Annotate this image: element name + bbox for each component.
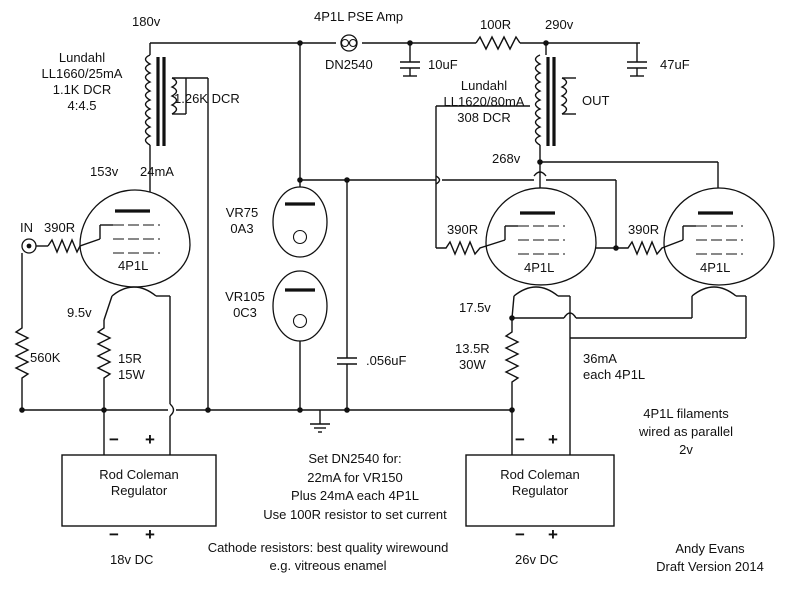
dn2540-notes: Set DN2540 for: 22mA for VR150 Plus 24mA… xyxy=(263,451,447,522)
resistor-390r-grid1 xyxy=(47,238,101,254)
label-tube3: 4P1L xyxy=(700,260,731,275)
reg-left-bottom-minus: − xyxy=(109,525,119,544)
reg-right-bottom-plus: + xyxy=(548,525,558,544)
label-15r: 15R 15W xyxy=(118,351,145,382)
regulator-left-label: Rod Coleman Regulator xyxy=(99,467,179,498)
diagram-title: 4P1L PSE Amp xyxy=(314,9,404,24)
junction-dot xyxy=(344,177,350,183)
capacitor-10uf xyxy=(400,43,420,77)
cathode1-wire xyxy=(103,295,113,321)
label-180v: 180v xyxy=(132,14,161,29)
label-100r: 100R xyxy=(480,17,512,32)
label-24ma: 24mA xyxy=(140,164,174,179)
reg-left-top-minus: − xyxy=(109,430,119,449)
resistor-390r-grid2 xyxy=(436,239,506,256)
label-390r-1: 390R xyxy=(44,220,76,235)
label-dn2540: DN2540 xyxy=(325,57,373,72)
wire-hop xyxy=(533,171,547,177)
label-18v-dc: 18v DC xyxy=(110,552,154,567)
junction-dot xyxy=(205,407,211,413)
vr105-tube xyxy=(272,270,328,342)
resistor-390r-grid3 xyxy=(616,239,684,256)
capacitor-47uf xyxy=(627,43,647,77)
cathode2-wire xyxy=(511,295,515,319)
regulator-right-label: Rod Coleman Regulator xyxy=(500,467,580,498)
label-vr105: VR105 0C3 xyxy=(225,289,265,320)
label-10uf: 10uF xyxy=(428,57,458,72)
label-out: OUT xyxy=(582,93,610,108)
label-vr75: VR75 0A3 xyxy=(225,205,259,236)
label-390r-3: 390R xyxy=(628,222,660,237)
label-tube2: 4P1L xyxy=(524,260,555,275)
capacitor-056uf xyxy=(337,180,357,410)
reg-right-bottom-minus: − xyxy=(515,525,525,544)
reg-right-top-plus: + xyxy=(548,430,558,449)
label-290v: 290v xyxy=(545,17,574,32)
junction-dot xyxy=(19,407,25,413)
label-13-5r: 13.5R 30W xyxy=(455,341,490,372)
regulator-left-box xyxy=(61,454,217,527)
transformer-ll1660 xyxy=(144,43,208,210)
tube-4p1l-output-a xyxy=(485,187,597,297)
label-26v-dc: 26v DC xyxy=(515,552,559,567)
reg-left-top-plus: + xyxy=(145,430,155,449)
tube-4p1l-output-b xyxy=(663,187,775,297)
label-47uf: 47uF xyxy=(660,57,690,72)
label-tube1: 4P1L xyxy=(118,258,149,273)
reg-left-bottom-plus: + xyxy=(145,525,155,544)
ground-symbol-icon xyxy=(310,410,330,433)
label-filaments: 4P1L filaments wired as parallel 2v xyxy=(639,406,733,457)
regulator-right-box xyxy=(465,454,615,527)
transformer-ll1620 xyxy=(534,54,576,146)
cathode-resistor-note: Cathode resistors: best quality wirewoun… xyxy=(207,540,449,573)
credits: Andy Evans Draft Version 2014 xyxy=(656,541,764,574)
label-560k: 560K xyxy=(30,350,61,365)
wire-hop xyxy=(435,175,441,185)
resistor-560k xyxy=(14,320,30,410)
label-in: IN xyxy=(20,220,33,235)
resistor-100r xyxy=(475,35,521,51)
reg-right-top-minus: − xyxy=(515,430,525,449)
label-17-5v: 17.5v xyxy=(459,300,491,315)
label-153v: 153v xyxy=(90,164,119,179)
label-268v: 268v xyxy=(492,151,521,166)
label-9-5v: 9.5v xyxy=(67,305,92,320)
input-jack-icon xyxy=(21,238,37,254)
label-1-26k-dcr: 1.26K DCR xyxy=(174,91,240,106)
label-36ma: 36mA each 4P1L xyxy=(583,351,646,382)
label-ll1620: Lundahl LL1620/80mA 308 DCR xyxy=(443,78,525,125)
resistor-15r xyxy=(96,320,112,410)
label-ll1660: Lundahl LL1660/25mA 1.1K DCR 4:4.5 xyxy=(41,50,123,113)
vr75-tube xyxy=(272,186,328,258)
label-056uf: .056uF xyxy=(366,353,407,368)
tube-4p1l-driver xyxy=(79,189,191,297)
filament1-hop xyxy=(169,403,175,417)
label-390r-2: 390R xyxy=(447,222,479,237)
resistor-13-5r xyxy=(504,318,520,455)
dn2540-ccs-symbol xyxy=(340,34,358,52)
